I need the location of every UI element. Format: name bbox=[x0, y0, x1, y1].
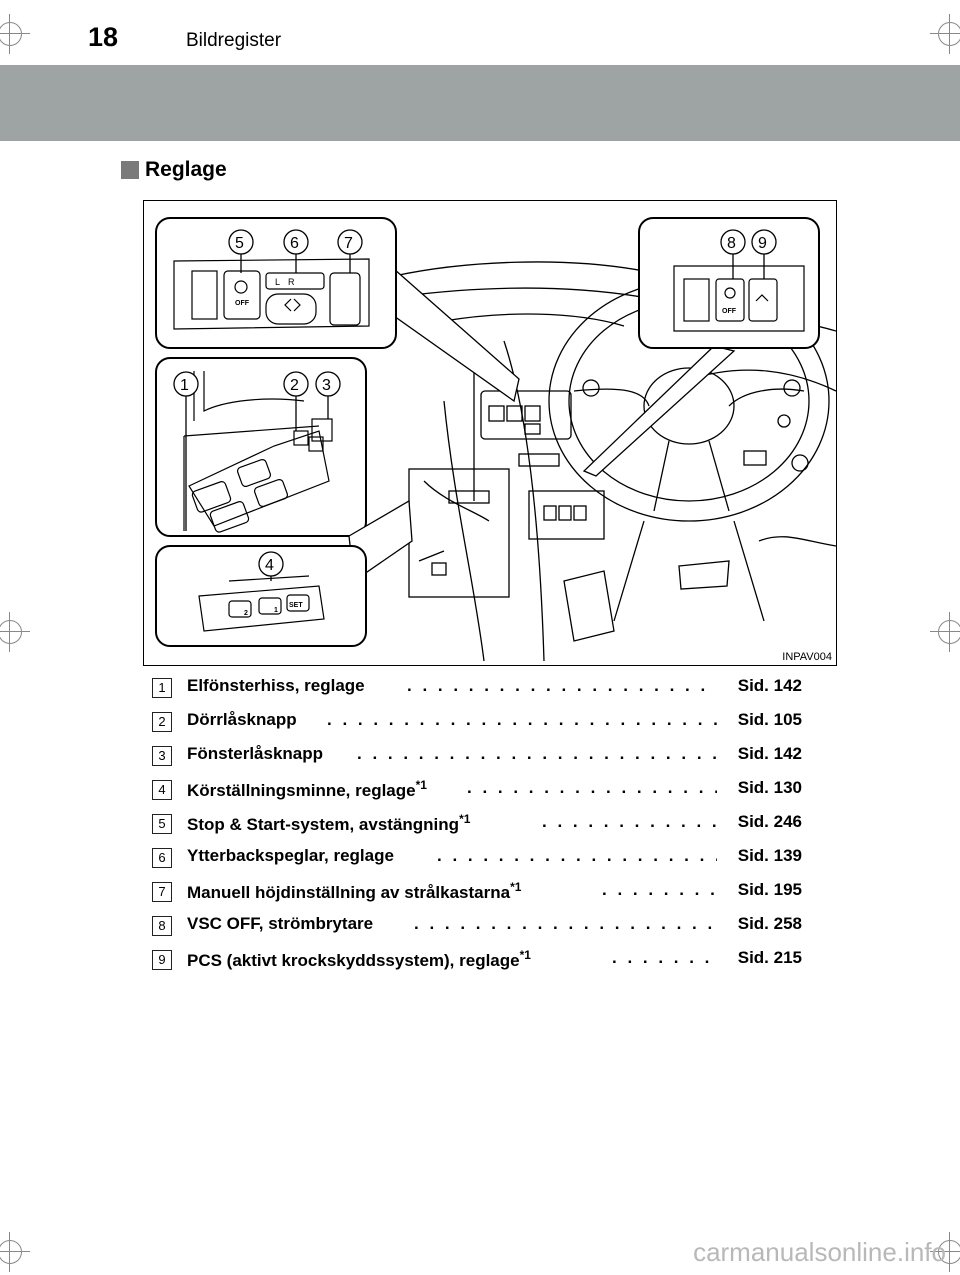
heading-text: Reglage bbox=[145, 158, 227, 181]
callout-7: 7 bbox=[344, 235, 353, 252]
list-item-1: 1 Elfönsterhiss, reglage . . . . . . . .… bbox=[152, 671, 802, 705]
item-label-2: Dörrlåsknapp bbox=[187, 710, 297, 729]
item-number-4: 4 bbox=[152, 780, 172, 800]
crop-mark-bottom-right bbox=[930, 1232, 960, 1272]
figure-code: INPAV004 bbox=[782, 651, 832, 663]
leader-dots-5: . . . . . . . . . . . . . . . bbox=[542, 812, 717, 831]
list-item-9: 9 PCS (aktivt krockskyddssystem), reglag… bbox=[152, 943, 802, 977]
list-item-7: 7 Manuell höjdinställning av strålkastar… bbox=[152, 875, 802, 909]
item-page-ref-6[interactable]: Sid. 139 bbox=[737, 846, 802, 865]
callout-3: 3 bbox=[322, 377, 331, 394]
dashboard-drawing: OFF L R 5 6 7 OFF bbox=[155, 217, 836, 662]
item-label-9: PCS (aktivt krockskyddssystem), reglage*… bbox=[187, 948, 531, 970]
item-page-ref-2[interactable]: Sid. 105 bbox=[737, 710, 802, 729]
item-page-ref-7[interactable]: Sid. 195 bbox=[737, 880, 802, 899]
controls-list: 1 Elfönsterhiss, reglage . . . . . . . .… bbox=[152, 671, 802, 977]
list-item-5: 5 Stop & Start-system, avstängning*1 . .… bbox=[152, 807, 802, 841]
item-number-7: 7 bbox=[152, 882, 172, 902]
switch-label-mem2: 2 bbox=[244, 610, 248, 617]
section-heading: Reglage bbox=[121, 158, 227, 182]
item-label-5: Stop & Start-system, avstängning*1 bbox=[187, 812, 471, 834]
switch-label-set: SET bbox=[289, 602, 303, 609]
item-label-3: Fönsterlåsknapp bbox=[187, 744, 324, 763]
item-page-ref-3[interactable]: Sid. 142 bbox=[737, 744, 802, 763]
item-number-6: 6 bbox=[152, 848, 172, 868]
leader-dots-3: . . . . . . . . . . . . . . . . . . . . … bbox=[357, 744, 717, 763]
watermark: carmanualsonline.info bbox=[693, 1237, 946, 1267]
switch-label-mirror-l: L bbox=[275, 277, 280, 287]
leader-dots-4: . . . . . . . . . . . . . . . . . . . . bbox=[467, 778, 717, 797]
item-page-ref-9[interactable]: Sid. 215 bbox=[737, 948, 802, 967]
callout-8: 8 bbox=[727, 235, 736, 252]
leader-dots-9: . . . . . . . . . bbox=[612, 948, 717, 967]
crop-mark-top-left bbox=[0, 14, 30, 54]
callout-9: 9 bbox=[758, 235, 767, 252]
item-label-7: Manuell höjdinställning av strålkastarna… bbox=[187, 880, 522, 902]
item-number-5: 5 bbox=[152, 814, 172, 834]
header-band bbox=[0, 65, 960, 141]
item-label-1: Elfönsterhiss, reglage bbox=[187, 676, 365, 695]
item-label-4: Körställningsminne, reglage*1 bbox=[187, 778, 427, 800]
item-page-ref-8[interactable]: Sid. 258 bbox=[737, 914, 802, 933]
item-number-1: 1 bbox=[152, 678, 172, 698]
crop-mark-mid-right bbox=[930, 612, 960, 652]
list-item-6: 6 Ytterbackspeglar, reglage . . . . . . … bbox=[152, 841, 802, 875]
switch-label-mirror-r: R bbox=[288, 277, 295, 287]
callout-4: 4 bbox=[265, 557, 274, 574]
switch-label-mem1: 1 bbox=[274, 607, 278, 614]
crop-mark-bottom-left bbox=[0, 1232, 30, 1272]
item-page-ref-1[interactable]: Sid. 142 bbox=[737, 676, 802, 695]
list-item-8: 8 VSC OFF, strömbrytare . . . . . . . . … bbox=[152, 909, 802, 943]
list-item-2: 2 Dörrlåsknapp . . . . . . . . . . . . .… bbox=[152, 705, 802, 739]
switch-label-off-1: OFF bbox=[235, 300, 250, 307]
callout-1: 1 bbox=[180, 377, 189, 394]
controls-illustration: OFF L R 5 6 7 OFF bbox=[143, 200, 837, 666]
callout-5: 5 bbox=[235, 235, 244, 252]
item-page-ref-5[interactable]: Sid. 246 bbox=[737, 812, 802, 831]
item-label-6: Ytterbackspeglar, reglage bbox=[187, 846, 394, 865]
leader-dots-7: . . . . . . . . . . bbox=[602, 880, 717, 899]
item-page-ref-4[interactable]: Sid. 130 bbox=[737, 778, 802, 797]
item-number-2: 2 bbox=[152, 712, 172, 732]
callout-2: 2 bbox=[290, 377, 299, 394]
leader-dots-2: . . . . . . . . . . . . . . . . . . . . … bbox=[327, 710, 717, 729]
list-item-3: 3 Fönsterlåsknapp . . . . . . . . . . . … bbox=[152, 739, 802, 773]
switch-label-off-2: OFF bbox=[722, 308, 737, 315]
heading-square-icon bbox=[121, 161, 139, 179]
leader-dots-8: . . . . . . . . . . . . . . . . . . . . … bbox=[414, 914, 717, 933]
item-label-8: VSC OFF, strömbrytare bbox=[187, 914, 374, 933]
item-number-9: 9 bbox=[152, 950, 172, 970]
item-number-3: 3 bbox=[152, 746, 172, 766]
page-number: 18 bbox=[88, 22, 119, 52]
crop-mark-mid-left bbox=[0, 612, 30, 652]
item-number-8: 8 bbox=[152, 916, 172, 936]
leader-dots-6: . . . . . . . . . . . . . . . . . . . . … bbox=[437, 846, 717, 865]
leader-dots-1: . . . . . . . . . . . . . . . . . . . . … bbox=[407, 676, 717, 695]
crop-mark-top-right bbox=[930, 14, 960, 54]
list-item-4: 4 Körställningsminne, reglage*1 . . . . … bbox=[152, 773, 802, 807]
callout-6: 6 bbox=[290, 235, 299, 252]
section-title: Bildregister bbox=[186, 30, 282, 51]
page-header: 18 Bildregister bbox=[0, 0, 960, 58]
